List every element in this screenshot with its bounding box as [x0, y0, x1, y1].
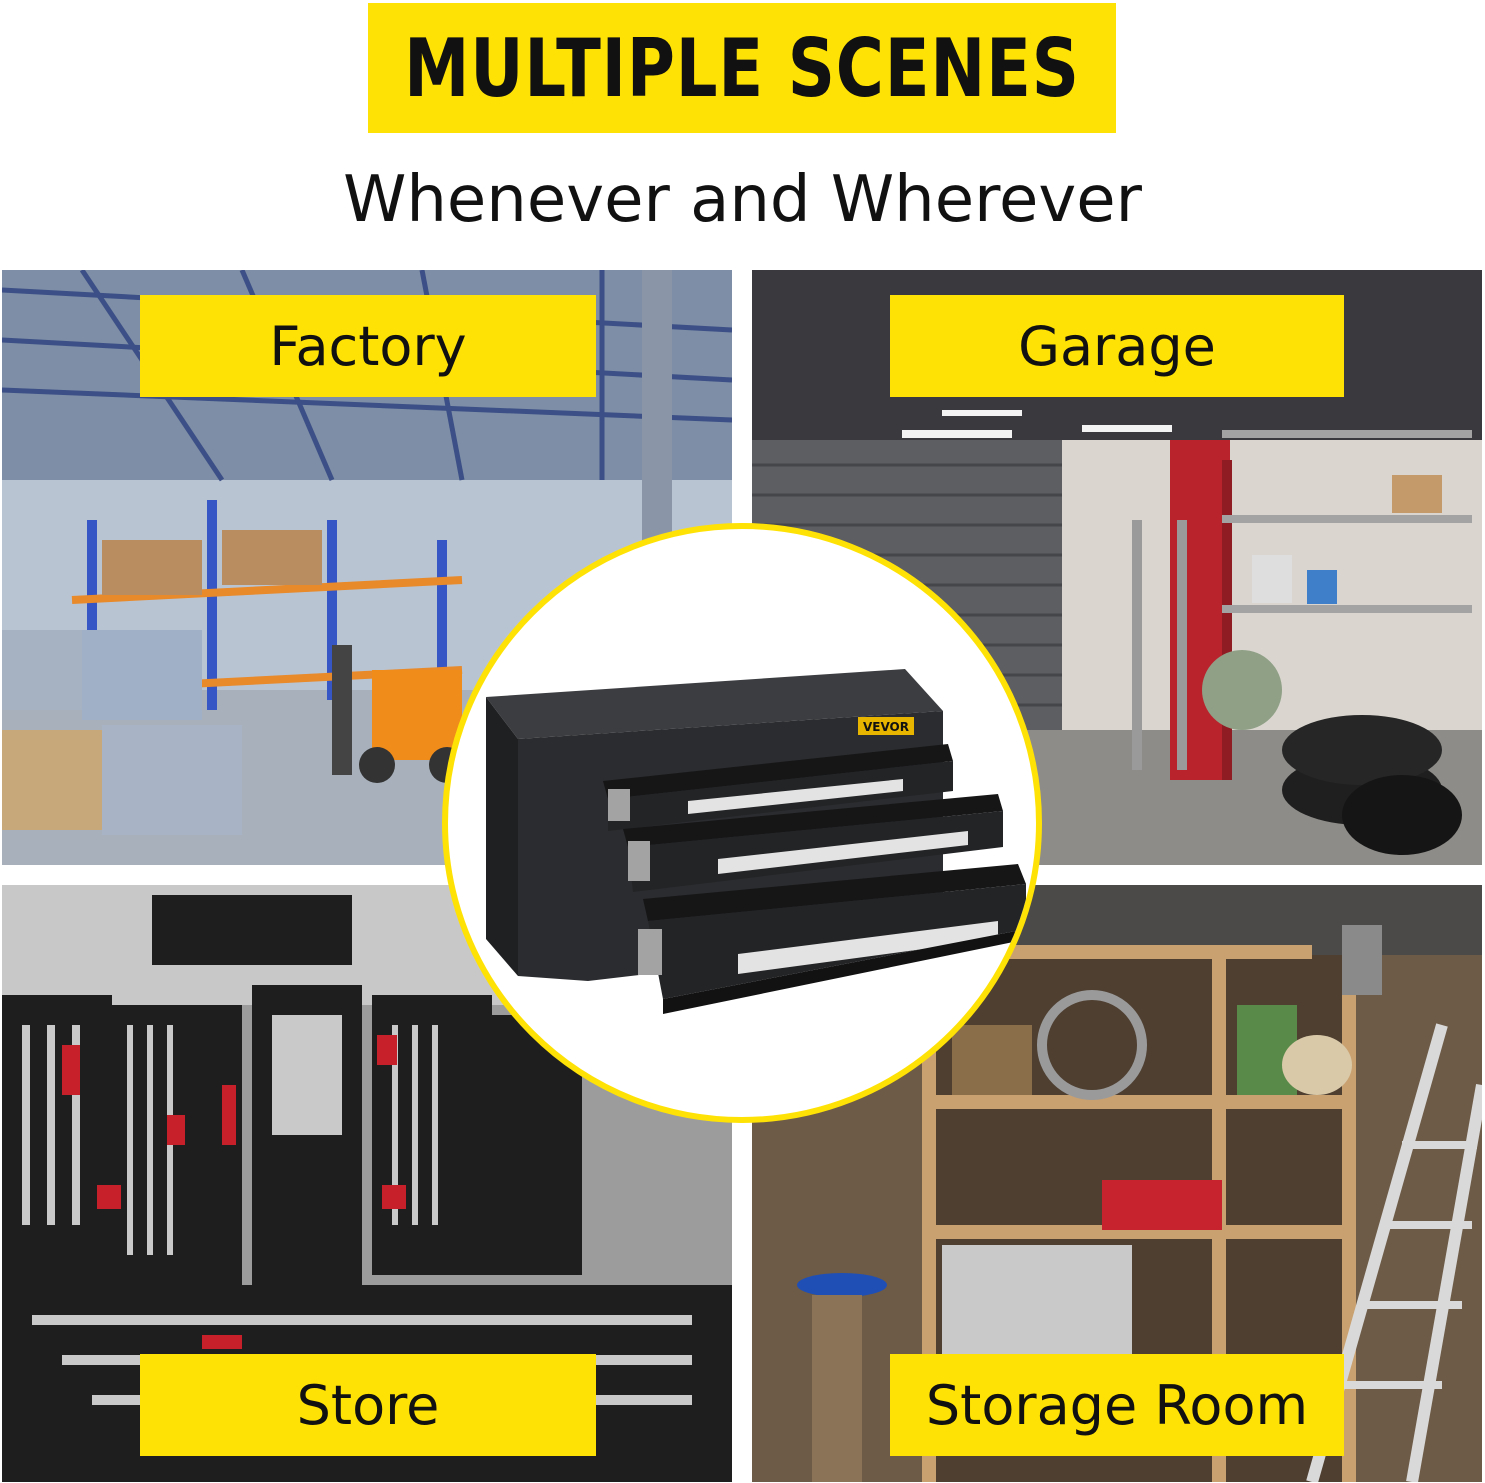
storage-room-label: Storage Room	[890, 1354, 1344, 1456]
scene-factory: Factory	[2, 270, 732, 865]
drawer-cabinet-illustration: VEVOR	[486, 669, 1028, 1014]
product-circle: VEVOR	[442, 523, 1042, 1123]
subtitle: Whenever and Wherever	[343, 163, 1142, 237]
brand-text: VEVOR	[863, 720, 909, 734]
brand-badge	[858, 717, 914, 735]
garage-label: Garage	[890, 295, 1344, 397]
headline: MULTIPLE SCENES	[404, 21, 1080, 115]
store-label: Store	[140, 1354, 596, 1456]
scene-storage-room: Storage Room	[752, 885, 1482, 1482]
scene-store: Store	[2, 885, 732, 1482]
factory-label: Factory	[140, 295, 596, 397]
headline-banner: MULTIPLE SCENES	[368, 3, 1116, 133]
